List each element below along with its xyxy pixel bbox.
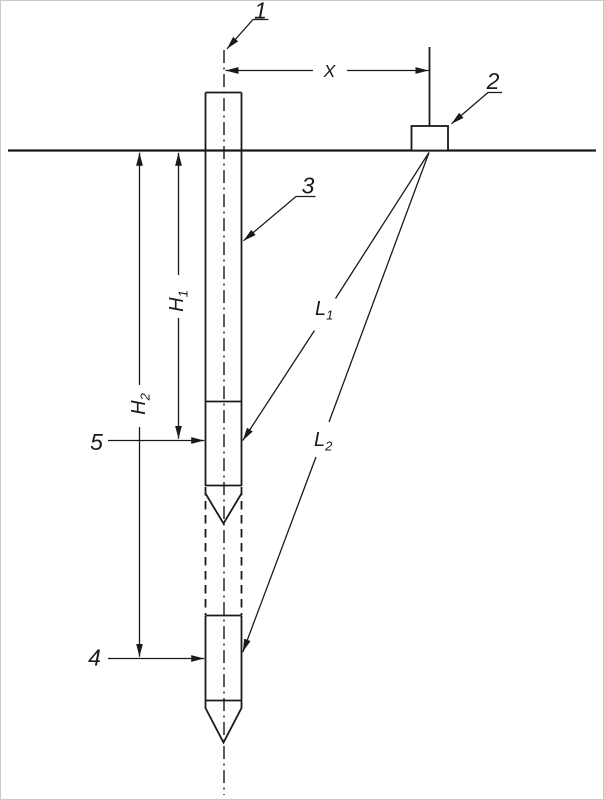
- l1-line-upper-segment: [334, 152, 430, 299]
- callout-2-leader: [451, 91, 502, 125]
- instrument-box: [410, 125, 449, 152]
- l1-main: L: [315, 298, 326, 320]
- h1-dim-label: H1: [166, 290, 191, 312]
- l1-label: L1: [315, 298, 333, 323]
- l2-sub: 2: [324, 439, 333, 454]
- l1-line-arrow-segment: [242, 330, 316, 441]
- pile-lower-section-outline: [204, 615, 243, 745]
- callout-5-label: 5: [90, 429, 103, 455]
- callout-1-label: 1: [254, 0, 267, 24]
- h1-main: H: [166, 297, 188, 312]
- callout-1-leader: [226, 18, 269, 50]
- l2-label: L2: [314, 429, 333, 454]
- h2-dim-label: H2: [128, 392, 153, 414]
- callout-3-label: 3: [302, 173, 315, 199]
- l2-main: L: [314, 429, 325, 451]
- h1-sub: 1: [176, 290, 191, 297]
- h2-sub: 2: [138, 392, 153, 401]
- l2-line-upper-segment: [328, 152, 430, 423]
- h2-main: H: [128, 400, 150, 415]
- callout-2-label: 2: [486, 68, 500, 94]
- callout-4-label: 4: [88, 645, 101, 671]
- l1-sub: 1: [326, 308, 333, 323]
- callout-3-leader: [243, 195, 316, 242]
- pile-tip-previous-position: [204, 493, 243, 526]
- l2-line-arrow-segment: [242, 456, 317, 653]
- x-dim-text: X: [323, 61, 337, 81]
- x-dim-label: X: [323, 61, 337, 81]
